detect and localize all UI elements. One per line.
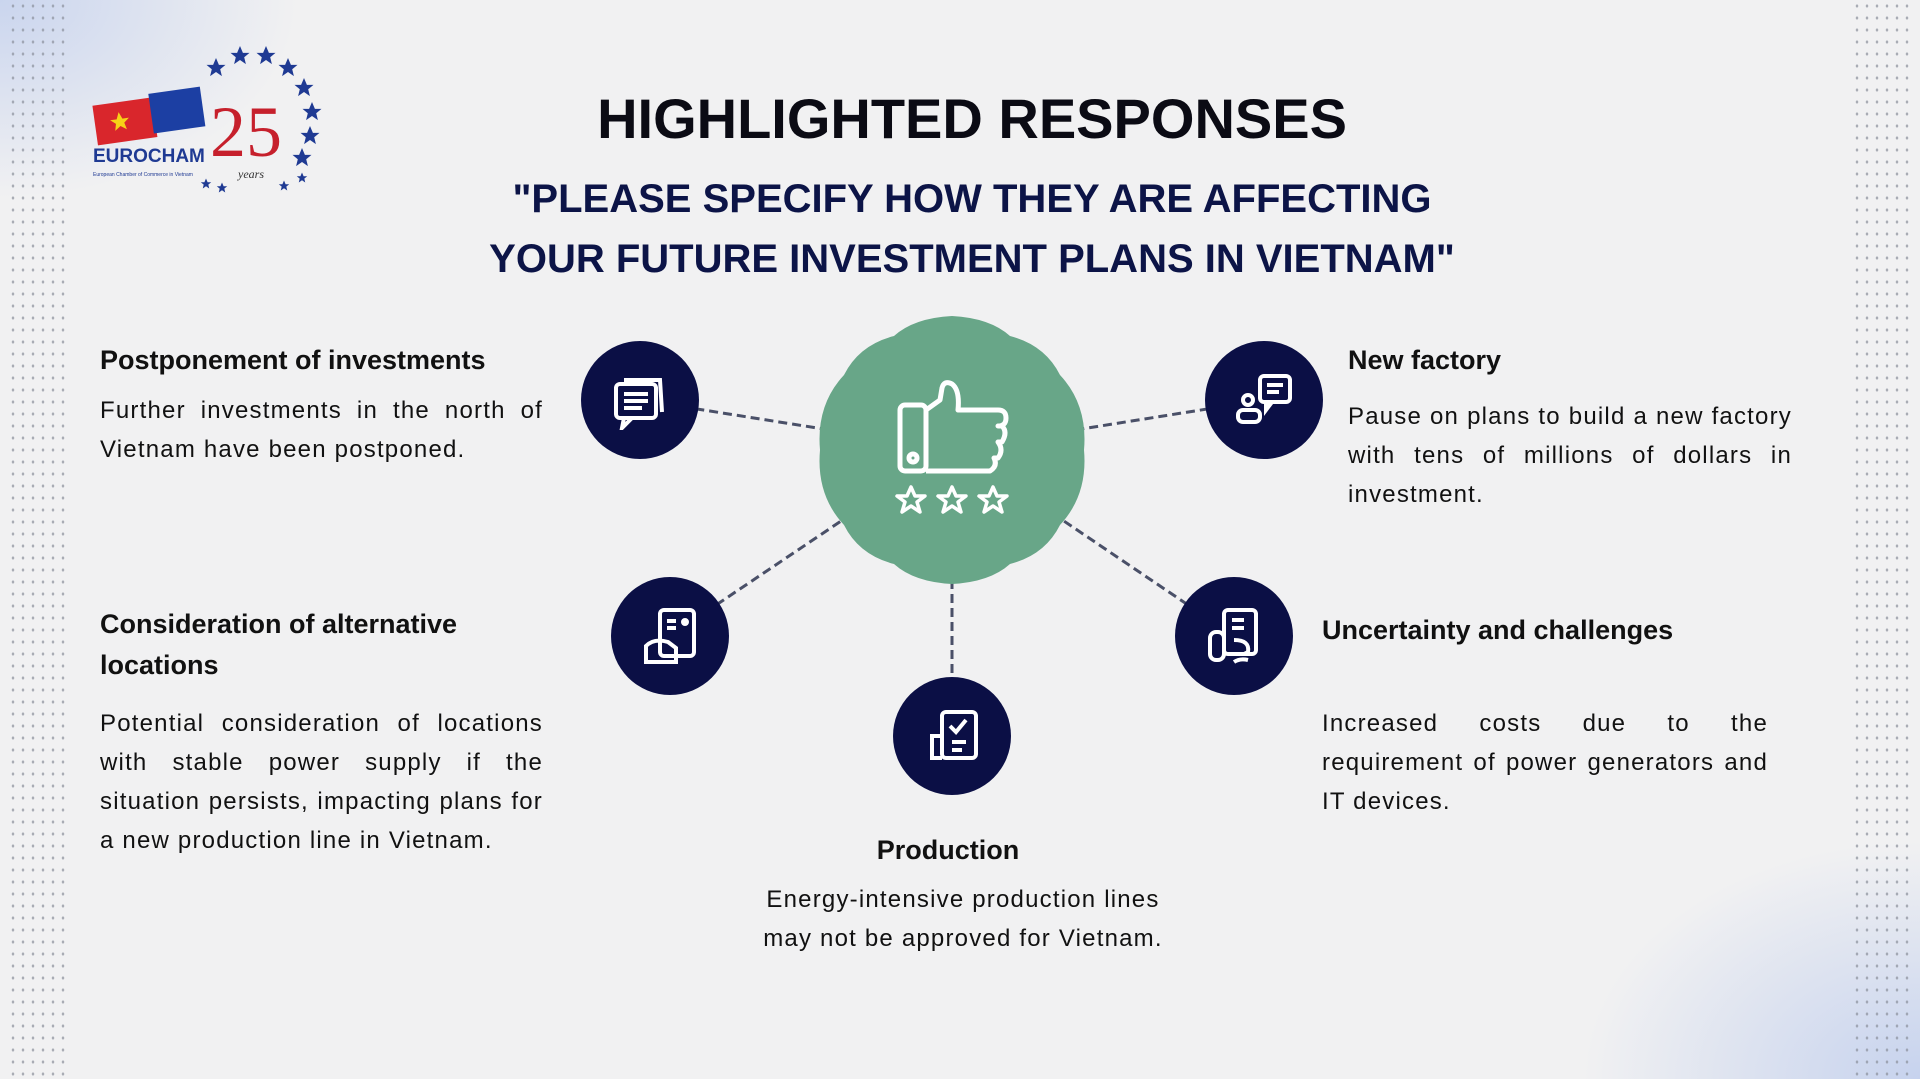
thumbs-up-rating-icon xyxy=(895,380,1009,514)
checklist-icon xyxy=(893,677,1011,795)
center-badge xyxy=(819,316,1085,584)
chat-messages-icon xyxy=(581,341,699,459)
dot-pattern xyxy=(8,0,68,1079)
item-body-line-1: Energy-intensive production lines xyxy=(766,886,1160,913)
item-body: Increased costs due to the requirement o… xyxy=(1322,710,1768,815)
item-body: Potential consideration of locations wit… xyxy=(100,710,543,854)
question-line-1: "PLEASE SPECIFY HOW THEY ARE AFFECTING xyxy=(512,177,1432,221)
item-title: New factory xyxy=(1348,345,1502,375)
document-refresh-icon xyxy=(1175,577,1293,695)
svg-text:EUROCHAM: EUROCHAM xyxy=(93,146,205,167)
svg-text:25: 25 xyxy=(210,92,282,172)
item-title: Production xyxy=(876,835,1020,865)
item-body-line-2: may not be approved for Vietnam. xyxy=(763,925,1163,952)
question-line-2: YOUR FUTURE INVESTMENT PLANS IN VIETNAM" xyxy=(489,237,1455,281)
item-title: Uncertainty and challenges xyxy=(1322,615,1674,645)
document-hand-icon xyxy=(611,577,729,695)
item-title-line-1: Consideration of alternative xyxy=(100,609,458,639)
eurocham-logo: EUROCHAM European Chamber of Commerce in… xyxy=(88,46,338,196)
item-title-line-2: locations xyxy=(100,650,219,680)
svg-text:years: years xyxy=(237,167,264,181)
item-body: Pause on plans to build a new factory wi… xyxy=(1348,403,1792,508)
svg-text:European Chamber of Commerce i: European Chamber of Commerce in Vietnam xyxy=(93,172,193,178)
item-title: Postponement of investments xyxy=(100,345,486,375)
item-body: Further investments in the north of Viet… xyxy=(100,397,543,463)
page-title: HIGHLIGHTED RESPONSES xyxy=(597,87,1347,150)
dot-pattern xyxy=(1852,0,1912,1079)
user-chat-icon xyxy=(1205,341,1323,459)
